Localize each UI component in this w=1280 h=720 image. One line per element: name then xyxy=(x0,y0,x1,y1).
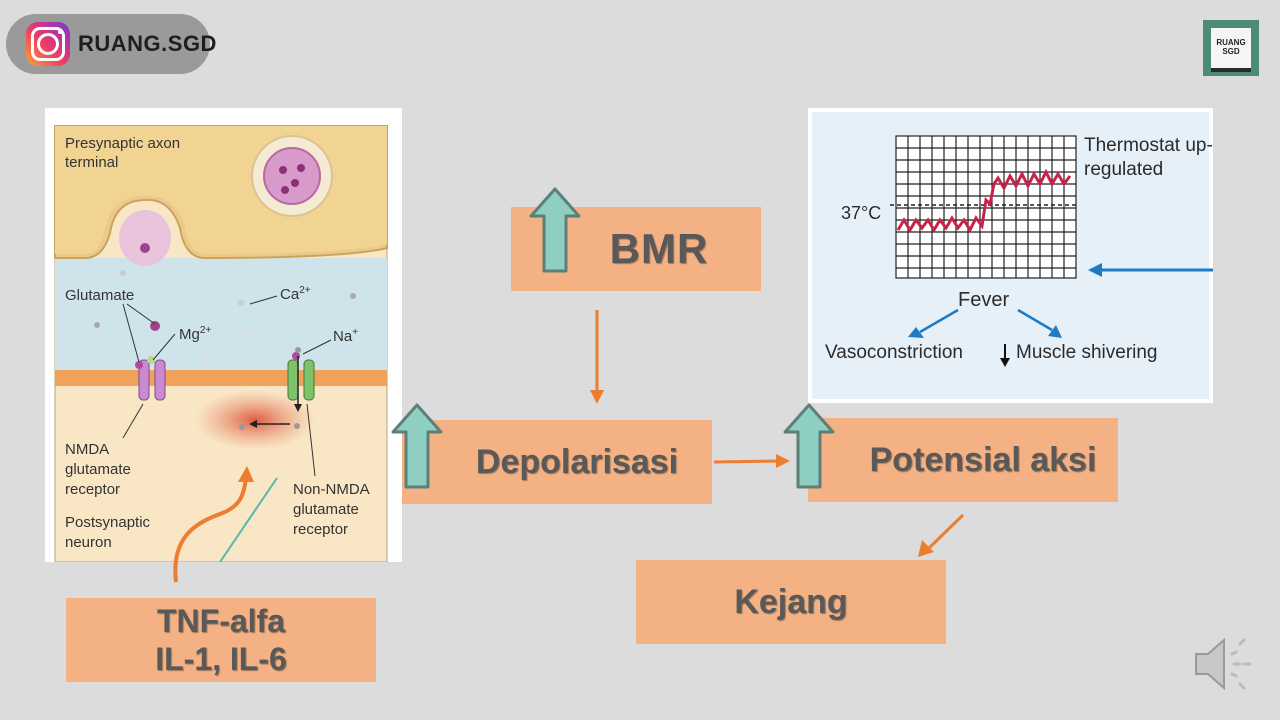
mg-ion-label: Mg2+ xyxy=(179,325,212,343)
ca-ion-label: Ca2+ xyxy=(280,285,311,303)
instagram-handle-label: RUANG.SGD xyxy=(78,31,217,56)
kejang-box: Kejang xyxy=(636,560,946,644)
channel-logo: RUANG SGD xyxy=(1203,20,1259,76)
tnf-to-synapse-curved-arrow xyxy=(173,466,254,583)
shivering-label: Muscle shivering xyxy=(1016,342,1158,363)
potensial-to-kejang-arrow xyxy=(918,513,965,557)
fever-figure: Thermostat up-regulated 37°C Fever Vasoc… xyxy=(808,108,1213,403)
instagram-icon xyxy=(26,22,70,66)
nmda-receptor-label: NMDA glutamate receptor xyxy=(65,441,131,498)
speaker-icon[interactable] xyxy=(1192,634,1256,694)
depolarisasi-box: Depolarisasi xyxy=(402,420,712,504)
tnf-line-1: TNF-alfa xyxy=(157,603,285,639)
potensial-aksi-box: Potensial aksi xyxy=(808,418,1118,502)
temperature-label: 37°C xyxy=(841,203,882,223)
non-nmda-receptor-label: Non-NMDA glutamate receptor xyxy=(293,481,369,538)
potensial-aksi-increase-up-arrow-icon xyxy=(783,403,835,489)
depolarisasi-increase-up-arrow-icon xyxy=(391,403,443,489)
postsynaptic-label: Postsynaptic neuron xyxy=(65,514,151,551)
vasoconstriction-label: Vasoconstriction xyxy=(825,342,963,363)
fever-label: Fever xyxy=(958,289,1010,311)
bmr-increase-up-arrow-icon xyxy=(529,187,581,273)
bmr-to-depolarisasi-arrow xyxy=(590,310,604,404)
thermostat-label: Thermostat up-regulated xyxy=(1084,135,1213,180)
instagram-handle-badge[interactable]: RUANG.SGD xyxy=(6,14,216,74)
depolarisasi-to-potensial-arrow xyxy=(713,454,790,468)
na-ion-label: Na+ xyxy=(333,327,359,345)
tnf-box: TNF-alfa IL-1, IL-6 xyxy=(66,598,376,682)
presynaptic-label: Presynaptic axon terminal xyxy=(65,135,181,171)
glutamate-label: Glutamate xyxy=(65,287,135,304)
synapse-illustration xyxy=(54,125,388,563)
synapse-figure: Presynaptic axon terminal Glutamate Mg2+… xyxy=(45,108,402,563)
channel-logo-text: RUANG SGD xyxy=(1211,28,1251,68)
tnf-line-2: IL-1, IL-6 xyxy=(155,641,287,677)
thermostat-chart xyxy=(890,135,1213,367)
